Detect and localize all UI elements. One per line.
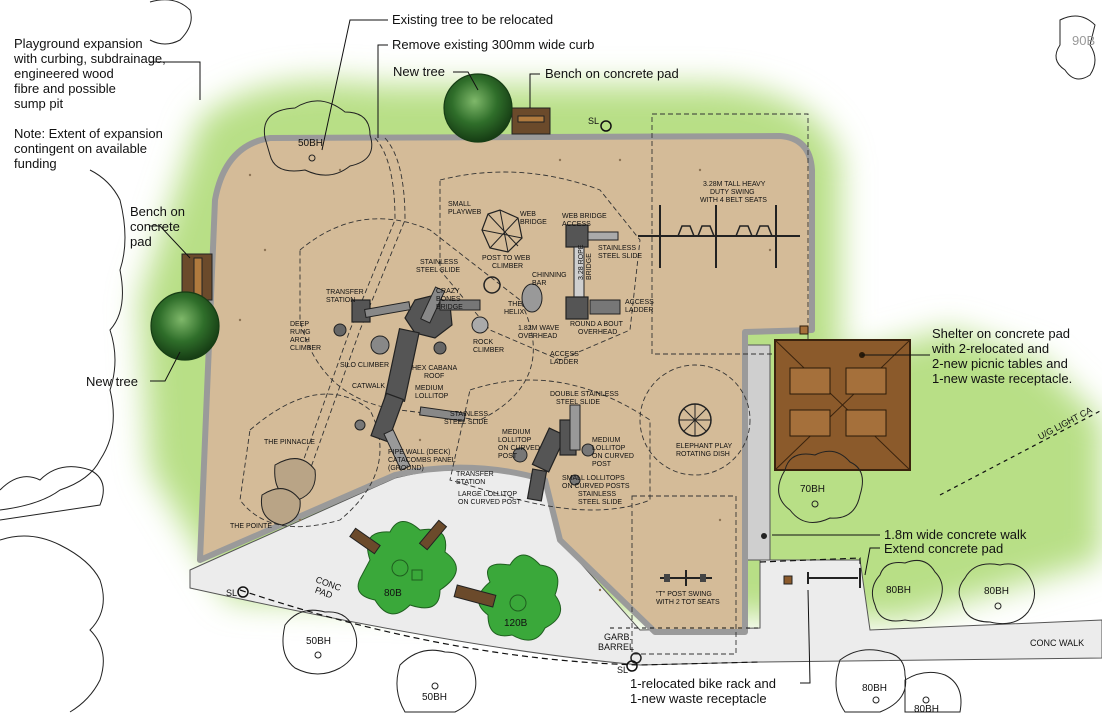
t-post-swing xyxy=(660,570,712,586)
note-line: contingent on available xyxy=(14,141,147,156)
callout-bike-rack: 1-relocated bike rack and 1-new waste re… xyxy=(630,676,776,706)
label-the-pinnacle: THE PINNACLE xyxy=(264,439,315,446)
callout-remove-curb: Remove existing 300mm wide curb xyxy=(392,37,594,52)
callout-shelter: Shelter on concrete pad with 2-relocated… xyxy=(931,326,1072,386)
callout-note: Note: Extent of expansion contingent on … xyxy=(14,126,163,171)
callout-tree-relocate: Existing tree to be relocated xyxy=(392,12,553,27)
tree-label: 80BH xyxy=(984,586,1009,597)
label-sl-bottom: SL xyxy=(617,665,628,675)
callout-line: 1-relocated bike rack and xyxy=(630,676,776,691)
tree-label: 70BH xyxy=(800,484,825,495)
play-structure xyxy=(333,209,621,502)
tree-labels: 50BH 70BH 80BH 80BH 50BH 50BH 80BH 80BH … xyxy=(298,138,1009,715)
label-rope-bridge: 3.28 ROPEBRIDGE xyxy=(578,244,593,280)
callout-bench-left: Bench on concrete pad xyxy=(130,204,185,249)
streetlight-symbols xyxy=(237,120,638,672)
heavy-duty-swing xyxy=(638,205,800,268)
shelter xyxy=(774,325,911,471)
callout-line: concrete xyxy=(130,219,180,234)
callout-playground-expansion: Playground expansion with curbing, subdr… xyxy=(13,36,166,111)
note-line: funding xyxy=(14,156,57,171)
callout-line: Bench on xyxy=(130,204,185,219)
label-sl-left: SL xyxy=(226,588,237,598)
new-tree-left xyxy=(150,291,220,361)
callout-line: 1-new waste receptacle xyxy=(630,691,767,706)
callout-walk: 1.8m wide concrete walk xyxy=(884,527,1027,542)
callout-line: engineered wood xyxy=(14,66,114,81)
tree-label: 50BH xyxy=(422,692,447,703)
callout-extend-pad: Extend concrete pad xyxy=(884,541,1003,556)
callout-line: pad xyxy=(130,234,152,249)
tree-label: 80B xyxy=(384,588,402,599)
label-garb-barrel: GARB.BARREL xyxy=(598,632,634,652)
callout-new-tree-left: New tree xyxy=(86,374,138,389)
label-pipe-wall: PIPE WALL (DECK)CATACOMBS PANEL(GROUND) xyxy=(388,449,456,472)
tree-label: 120B xyxy=(504,618,528,629)
callout-line: sump pit xyxy=(14,96,64,111)
bench-top xyxy=(511,107,551,135)
planter-80b xyxy=(349,519,457,615)
callout-line: Playground expansion xyxy=(14,36,143,51)
callout-bench-top: Bench on concrete pad xyxy=(545,66,679,81)
label-silo-climber: SILO CLIMBER xyxy=(340,362,389,369)
tree-label: 80BH xyxy=(862,683,887,694)
callout-new-tree-top: New tree xyxy=(393,64,445,79)
callout-line: with 2-relocated and xyxy=(931,341,1049,356)
tree-label: 80BH xyxy=(886,585,911,596)
label-sl-top: SL xyxy=(588,116,599,126)
callout-line: Shelter on concrete pad xyxy=(932,326,1070,341)
pinnacle-rocks xyxy=(260,458,316,526)
label-the-pointe: THE POINTE xyxy=(230,523,272,530)
callout-line: with curbing, subdrainage, xyxy=(13,51,166,66)
tree-label: 80BH xyxy=(914,704,939,715)
label-top-right-tree: 90B xyxy=(1072,33,1095,48)
callout-line: 2-new picnic tables and xyxy=(932,356,1068,371)
label-conc-walk: CONC WALK xyxy=(1030,638,1084,648)
tree-label: 50BH xyxy=(298,138,323,149)
new-tree-top xyxy=(443,73,513,143)
label-catwalk: CATWALK xyxy=(352,383,385,390)
tree-label: 50BH xyxy=(306,636,331,647)
note-line: Note: Extent of expansion xyxy=(14,126,163,141)
leader-lines xyxy=(150,19,930,684)
callout-line: 1-new waste receptacle. xyxy=(932,371,1072,386)
callout-line: fibre and possible xyxy=(14,81,116,96)
bike-rack xyxy=(630,533,861,664)
planter-120b xyxy=(453,554,562,641)
elephant-dish xyxy=(678,403,712,437)
